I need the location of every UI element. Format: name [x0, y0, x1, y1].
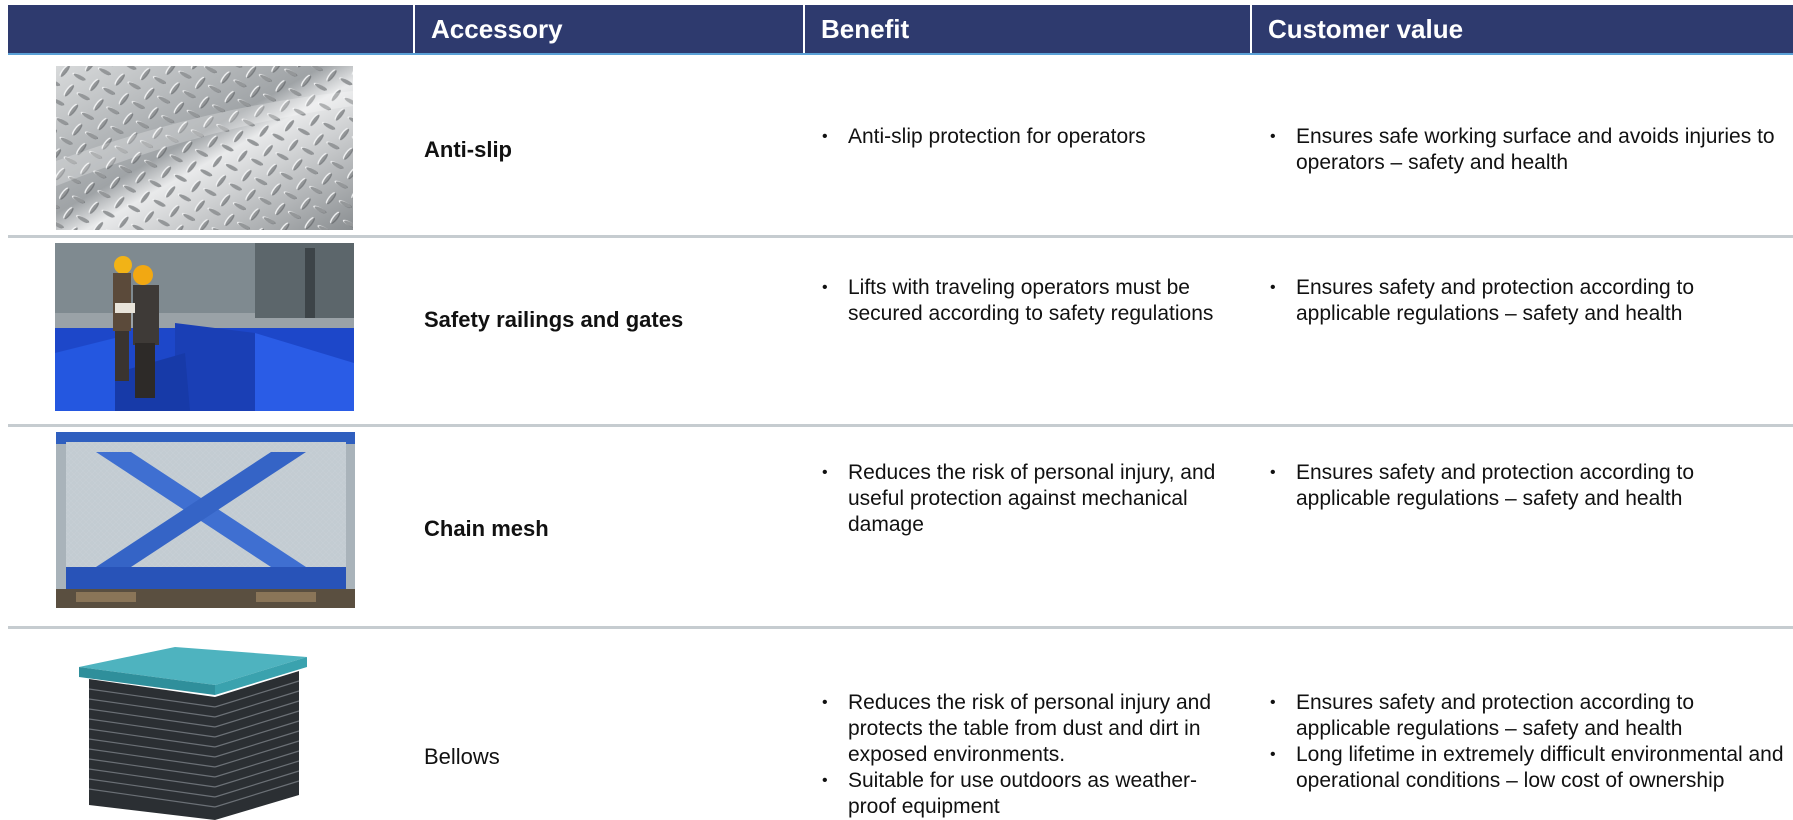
benefit-list: Reduces the risk of personal injury, and… — [818, 460, 1238, 538]
row-separator — [8, 626, 1793, 629]
list-item: Suitable for use outdoors as weather-pro… — [818, 768, 1238, 820]
customer-value-list: Ensures safety and protection according … — [1266, 460, 1786, 512]
header-image-column — [8, 5, 415, 53]
accessory-label: Anti-slip — [424, 137, 512, 162]
accessory-label: Bellows — [424, 744, 500, 769]
accessory-label: Safety railings and gates — [424, 307, 684, 332]
row-separator — [8, 424, 1793, 427]
benefit-list: Anti-slip protection for operators — [818, 124, 1238, 150]
list-item: Lifts with traveling operators must be s… — [818, 275, 1238, 327]
diamond-plate-image — [56, 66, 353, 230]
list-item: Ensures safety and protection according … — [1266, 690, 1786, 742]
list-item: Long lifetime in extremely difficult env… — [1266, 742, 1786, 794]
benefit-list: Reduces the risk of personal injury and … — [818, 690, 1238, 820]
benefit-list: Lifts with traveling operators must be s… — [818, 275, 1238, 327]
header-customer-value: Customer value — [1268, 13, 1464, 44]
header-benefit: Benefit — [805, 5, 1252, 53]
header-accessory: Accessory — [415, 5, 805, 53]
list-item: Reduces the risk of personal injury, and… — [818, 460, 1238, 538]
list-item: Ensures safe working surface and avoids … — [1266, 124, 1786, 176]
scissor-lift-chain-mesh-image — [56, 432, 355, 608]
customer-value-list: Ensures safety and protection according … — [1266, 690, 1786, 794]
row-separator — [8, 235, 1793, 238]
list-item: Anti-slip protection for operators — [818, 124, 1238, 150]
table-header: Accessory Benefit Customer value — [8, 5, 1793, 53]
list-item: Reduces the risk of personal injury and … — [818, 690, 1238, 768]
workers-with-railings-image — [55, 243, 354, 411]
customer-value-list: Ensures safe working surface and avoids … — [1266, 124, 1786, 176]
bellows-lift-table-image — [75, 645, 310, 820]
header-divider — [8, 53, 1793, 55]
customer-value-list: Ensures safety and protection according … — [1266, 275, 1786, 327]
list-item: Ensures safety and protection according … — [1266, 460, 1786, 512]
list-item: Ensures safety and protection according … — [1266, 275, 1786, 327]
accessory-label: Chain mesh — [424, 516, 549, 541]
